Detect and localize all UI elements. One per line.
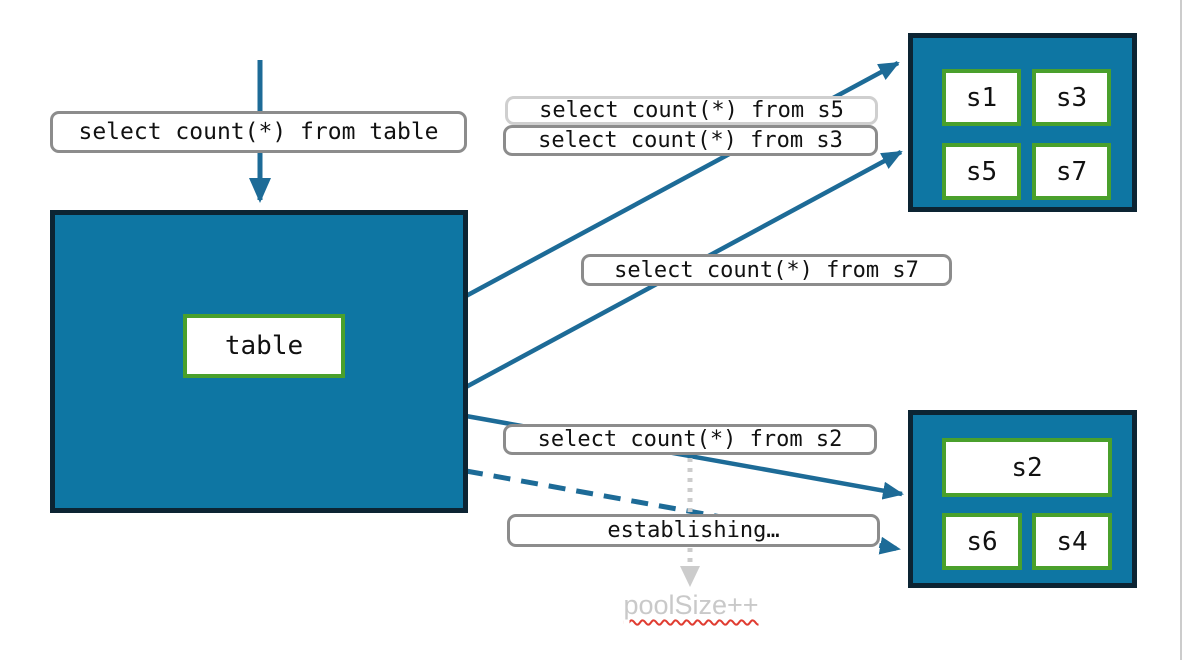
poolsize-arrowhead [680,566,700,587]
shard-s6: s6 [942,513,1022,570]
shard-s3: s3 [1032,69,1111,126]
table-inner-label: table [183,314,345,378]
query-label-s2: select count(*) from s2 [503,424,877,455]
query-label-s3: select count(*) from s3 [503,125,878,156]
shard-s2: s2 [942,438,1112,497]
table-box: table [50,210,468,513]
query-label-s7: select count(*) from s7 [581,254,952,286]
shard-s5: s5 [942,143,1021,200]
shard-s4: s4 [1032,513,1112,570]
shard-s1: s1 [942,69,1021,126]
establishing-label: establishing… [507,514,880,547]
shard-group-bottom: s2 s6 s4 [908,410,1137,588]
poolsize-annotation: poolSize++ [623,590,759,620]
query-label-table: select count(*) from table [50,111,467,153]
query-label-s5: select count(*) from s5 [505,96,878,125]
shard-s7: s7 [1032,143,1111,200]
shard-group-top: s1 s3 s5 s7 [908,33,1137,212]
